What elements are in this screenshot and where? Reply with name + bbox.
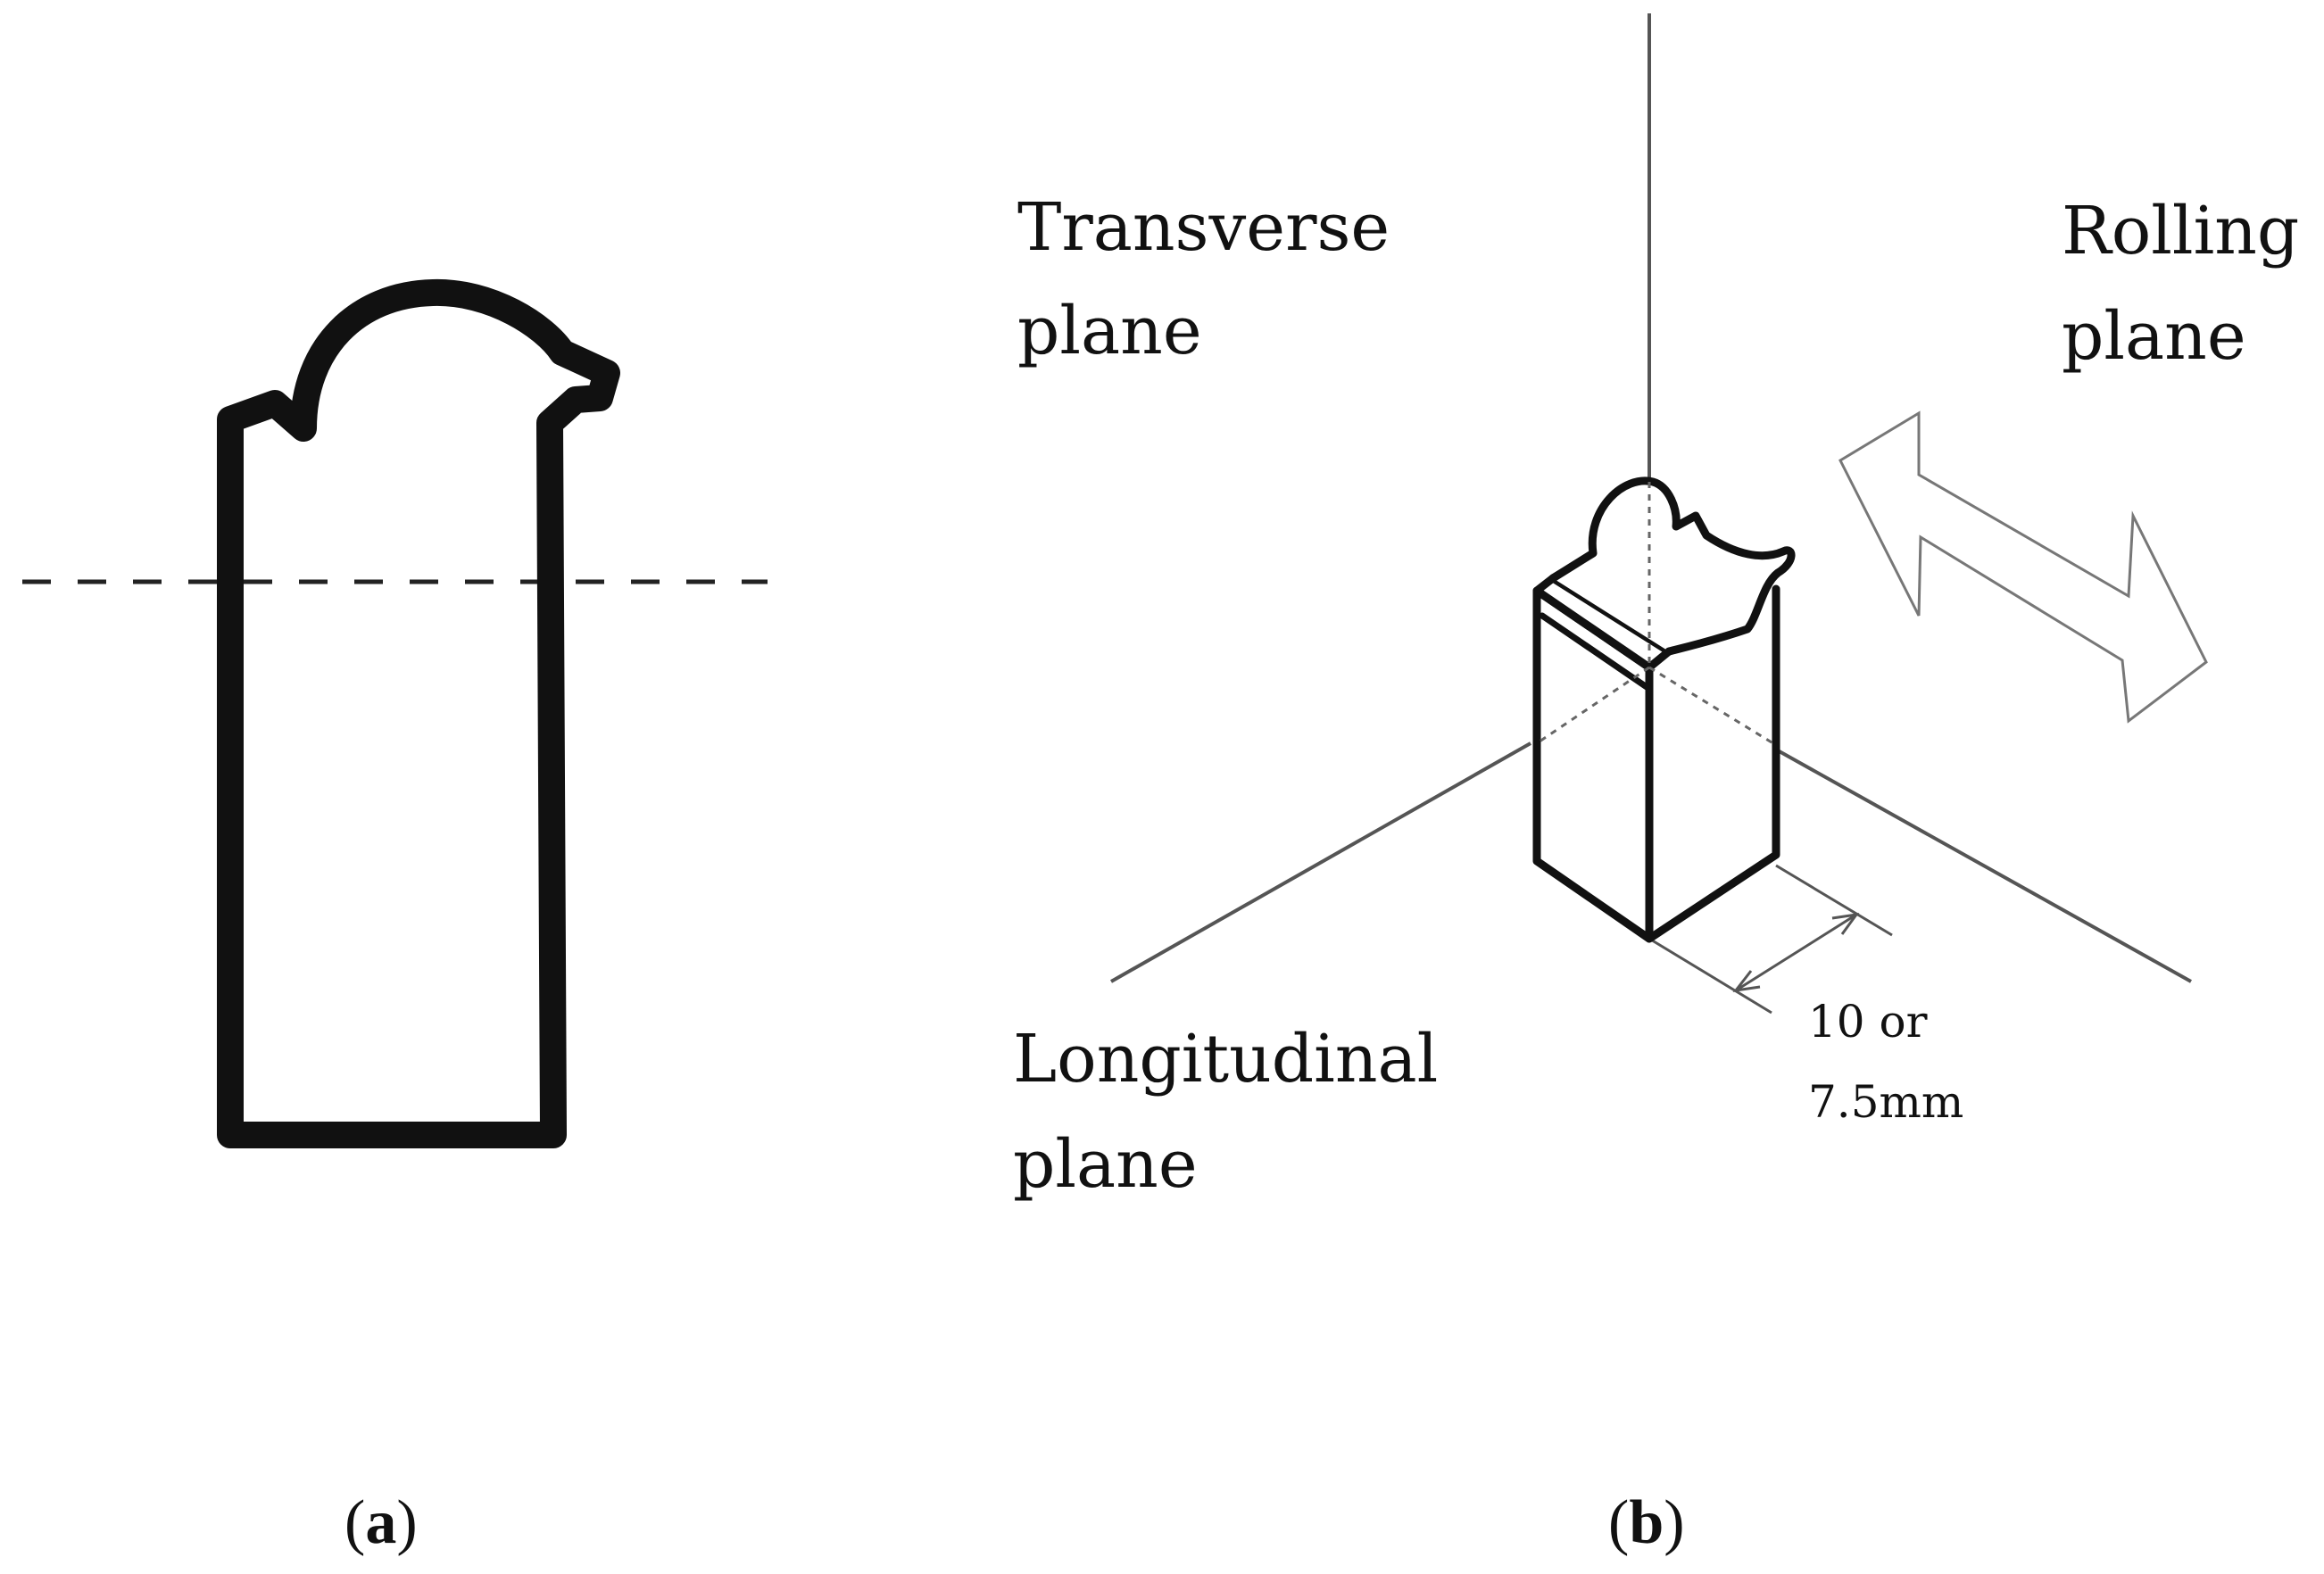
panel-a-caption: (a) xyxy=(344,1492,418,1554)
panel-b-diagram xyxy=(1110,13,2208,1015)
dimension-arrow-line xyxy=(1735,913,1857,992)
rolling-plane-label-line2: plane xyxy=(2062,298,2246,375)
specimen-head-band-line xyxy=(1539,612,1653,692)
panel-b-caption-close: ) xyxy=(1664,1488,1685,1557)
panel-b-caption-letter: b xyxy=(1629,1488,1664,1557)
dimension-arrowhead-lower xyxy=(1732,970,1761,993)
rolling-plane-label-line1: Rolling xyxy=(2062,193,2300,269)
dimension-label-line1: 10 or xyxy=(1808,996,1928,1048)
specimen-head-profile xyxy=(1548,476,1796,656)
panel-a-caption-letter: a xyxy=(365,1488,397,1557)
transverse-plane-label-line1: Transverse xyxy=(1017,189,1390,266)
rail-profile-outline xyxy=(217,278,620,1148)
specimen-block xyxy=(1532,476,1796,943)
specimen-right-face xyxy=(1645,584,1780,943)
panel-b-caption-open: ( xyxy=(1608,1488,1630,1557)
dimension-label-line2: 7.5mm xyxy=(1808,1076,1964,1128)
transverse-plane-label: Transverse plane xyxy=(1017,195,1390,364)
panel-a-caption-close: ) xyxy=(396,1488,418,1557)
longitudinal-plane-label-line1: Longitudinal xyxy=(1013,1021,1439,1098)
panel-a-diagram xyxy=(22,278,768,1148)
transverse-axis-line xyxy=(1775,748,2192,983)
longitudinal-plane-label: Longitudinal plane xyxy=(1013,1026,1438,1197)
panel-b-caption: (b) xyxy=(1608,1492,1685,1554)
rolling-plane-label: Rolling plane xyxy=(2062,198,2299,369)
dimension-label: 10 or 7.5mm xyxy=(1808,999,1963,1124)
longitudinal-axis-line xyxy=(1110,741,1531,983)
dimension-extension-right xyxy=(1775,864,1893,937)
dimension-arrowhead-upper xyxy=(1831,912,1860,935)
transverse-plane-label-line2: plane xyxy=(1017,293,1202,369)
longitudinal-plane-label-line2: plane xyxy=(1013,1126,1198,1203)
dimension-extension-left xyxy=(1648,937,1772,1015)
panel-a-caption-open: ( xyxy=(344,1488,366,1557)
rolling-direction-double-arrow xyxy=(1838,410,2208,724)
hidden-lines xyxy=(1536,482,1777,747)
